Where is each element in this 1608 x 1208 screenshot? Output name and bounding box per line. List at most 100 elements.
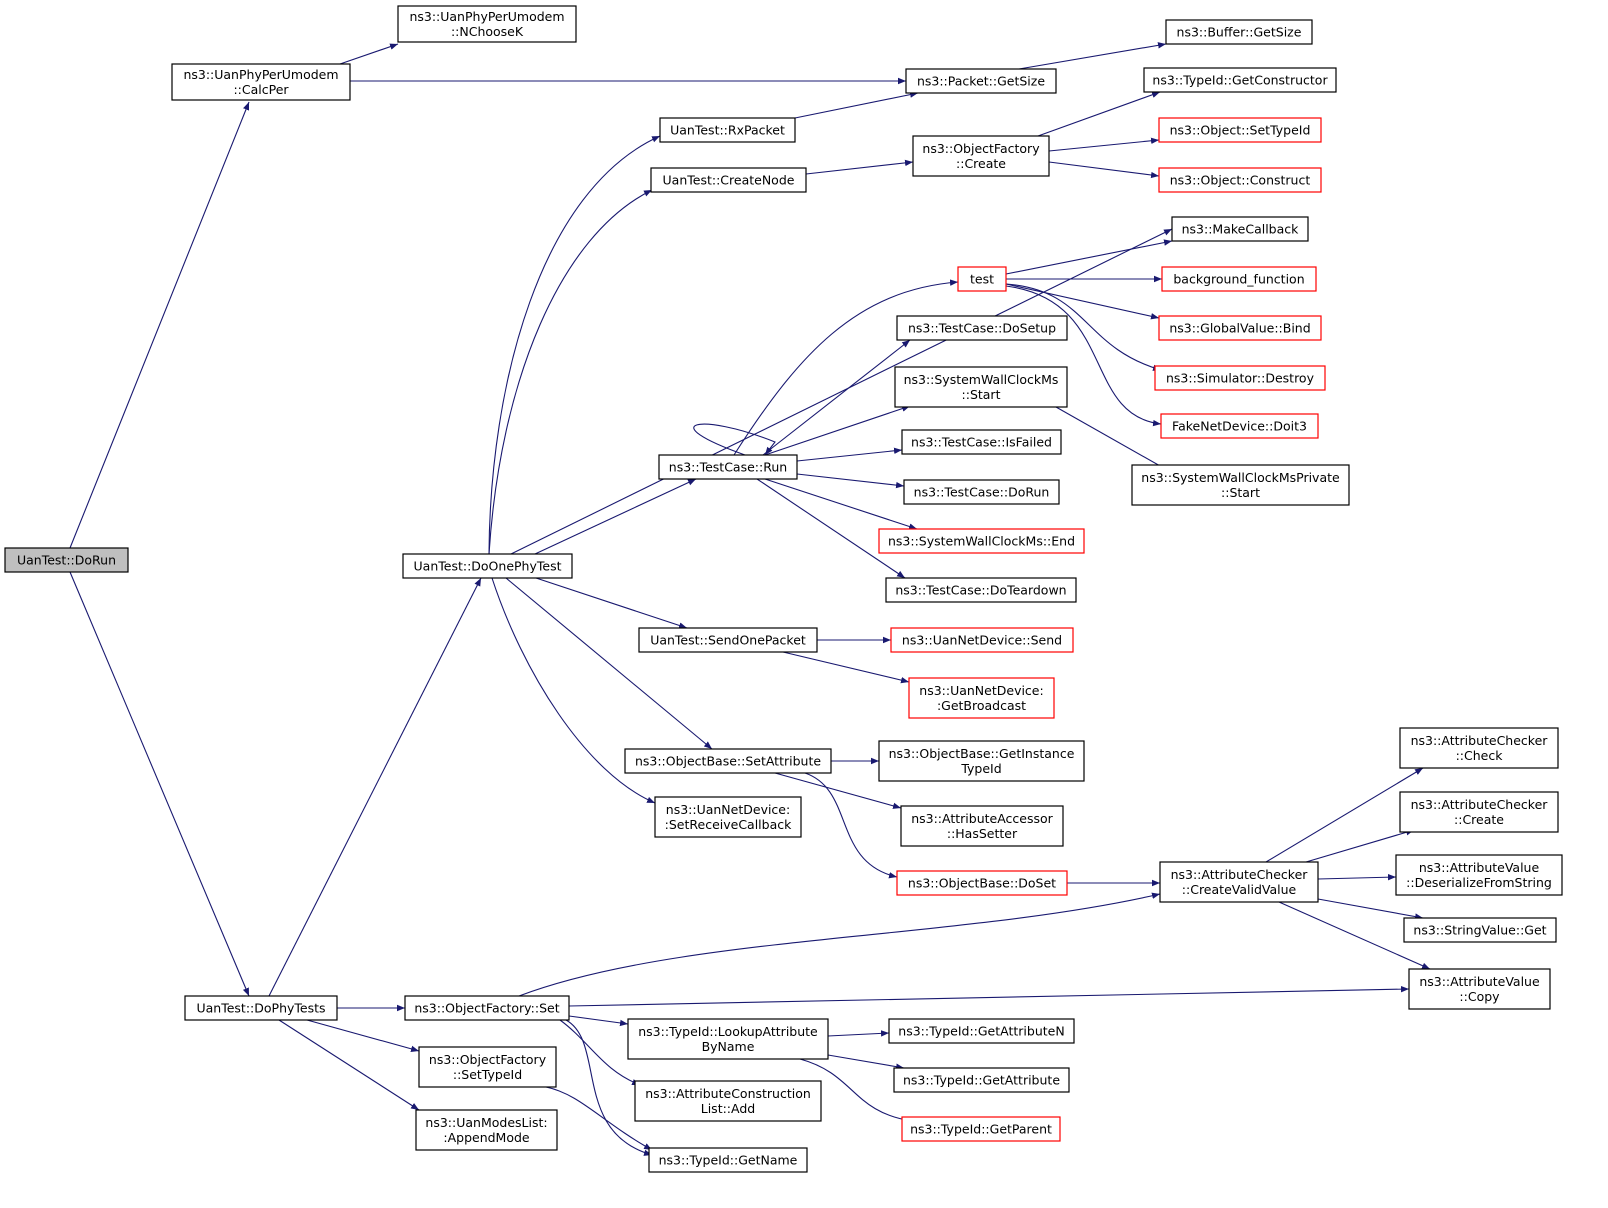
node-objectFactoryCreate[interactable]: ns3::ObjectFactory::Create <box>912 135 1050 177</box>
node-box[interactable] <box>912 135 1050 177</box>
node-objectFactorySet[interactable]: ns3::ObjectFactory::Set <box>404 995 570 1021</box>
node-objectConstruct[interactable]: ns3::Object::Construct <box>1158 167 1322 193</box>
node-doPhyTests[interactable]: UanTest::DoPhyTests <box>184 995 338 1021</box>
node-rxPacket[interactable]: UanTest::RxPacket <box>659 117 796 143</box>
node-box[interactable] <box>1158 315 1322 341</box>
node-fakeNetDeviceDoit3[interactable]: FakeNetDevice::Doit3 <box>1160 413 1319 439</box>
node-uanNetDeviceSend[interactable]: ns3::UanNetDevice::Send <box>890 627 1074 653</box>
node-typeIdGetAttribute[interactable]: ns3::TypeId::GetAttribute <box>893 1067 1070 1093</box>
node-box[interactable] <box>893 1067 1070 1093</box>
node-wallClockPrivateStart[interactable]: ns3::SystemWallClockMsPrivate::Start <box>1131 464 1350 506</box>
node-box[interactable] <box>908 677 1055 719</box>
node-bufferGetSize[interactable]: ns3::Buffer::GetSize <box>1165 19 1313 45</box>
node-box[interactable] <box>1399 727 1559 769</box>
node-box[interactable] <box>1399 791 1559 833</box>
node-box[interactable] <box>1143 67 1337 93</box>
node-backgroundFunction[interactable]: background_function <box>1161 266 1317 292</box>
node-attributeValueDeserialize[interactable]: ns3::AttributeValue::DeserializeFromStri… <box>1395 854 1563 896</box>
node-stringValueGet[interactable]: ns3::StringValue::Get <box>1403 917 1557 943</box>
node-objectBaseSetAttribute[interactable]: ns3::ObjectBase::SetAttribute <box>624 748 832 774</box>
node-testCaseDoSetup[interactable]: ns3::TestCase::DoSetup <box>896 315 1068 341</box>
node-box[interactable] <box>896 870 1068 896</box>
node-box[interactable] <box>402 553 573 579</box>
node-box[interactable] <box>1158 117 1322 143</box>
node-uanNetDeviceGetBroadcast[interactable]: ns3::UanNetDevice::GetBroadcast <box>908 677 1055 719</box>
node-attributeCheckerCreateValidValue[interactable]: ns3::AttributeChecker::CreateValidValue <box>1159 861 1319 903</box>
node-sendOnePacket[interactable]: UanTest::SendOnePacket <box>638 627 818 653</box>
node-box[interactable] <box>397 5 577 43</box>
node-box[interactable] <box>1131 464 1350 506</box>
node-box[interactable] <box>878 528 1085 554</box>
node-box[interactable] <box>900 805 1064 847</box>
node-nChooseK[interactable]: ns3::UanPhyPerUmodem::NChooseK <box>397 5 577 43</box>
node-box[interactable] <box>1165 19 1313 45</box>
node-makeCallback[interactable]: ns3::MakeCallback <box>1171 216 1309 242</box>
node-box[interactable] <box>1158 167 1322 193</box>
node-box[interactable] <box>650 167 807 193</box>
node-typeIdGetName[interactable]: ns3::TypeId::GetName <box>648 1147 808 1173</box>
node-simulatorDestroy[interactable]: ns3::Simulator::Destroy <box>1154 365 1326 391</box>
node-box[interactable] <box>890 627 1074 653</box>
node-calcPer[interactable]: ns3::UanPhyPerUmodem::CalcPer <box>171 63 351 101</box>
node-globalValueBind[interactable]: ns3::GlobalValue::Bind <box>1158 315 1322 341</box>
node-objectSetTypeId[interactable]: ns3::Object::SetTypeId <box>1158 117 1322 143</box>
node-attributeValueCopy[interactable]: ns3::AttributeValue::Copy <box>1408 968 1551 1010</box>
node-box[interactable] <box>903 479 1060 505</box>
node-box[interactable] <box>1159 861 1319 903</box>
node-packetGetSize[interactable]: ns3::Packet::GetSize <box>905 68 1057 94</box>
node-box[interactable] <box>638 627 818 653</box>
node-box[interactable] <box>184 995 338 1021</box>
node-testCaseRun[interactable]: ns3::TestCase::Run <box>658 454 798 480</box>
node-box[interactable] <box>171 63 351 101</box>
node-attributeAccessorHasSetter[interactable]: ns3::AttributeAccessor::HasSetter <box>900 805 1064 847</box>
node-uanModesListAppendMode[interactable]: ns3::UanModesList::AppendMode <box>415 1109 558 1151</box>
node-box[interactable] <box>1408 968 1551 1010</box>
node-wallClockEnd[interactable]: ns3::SystemWallClockMs::End <box>878 528 1085 554</box>
node-box[interactable] <box>885 577 1077 603</box>
node-typeIdGetAttributeN[interactable]: ns3::TypeId::GetAttributeN <box>888 1018 1075 1044</box>
node-box[interactable] <box>905 68 1057 94</box>
node-attributeCheckerCheck[interactable]: ns3::AttributeChecker::Check <box>1399 727 1559 769</box>
node-box[interactable] <box>1171 216 1309 242</box>
node-box[interactable] <box>1154 365 1326 391</box>
node-box[interactable] <box>624 748 832 774</box>
node-objectBaseDoSet[interactable]: ns3::ObjectBase::DoSet <box>896 870 1068 896</box>
node-box[interactable] <box>1395 854 1563 896</box>
node-box[interactable] <box>4 547 129 573</box>
node-box[interactable] <box>1403 917 1557 943</box>
node-typeIdGetParent[interactable]: ns3::TypeId::GetParent <box>901 1116 1061 1142</box>
node-createNode[interactable]: UanTest::CreateNode <box>650 167 807 193</box>
node-box[interactable] <box>901 1116 1061 1142</box>
node-wallClockStart[interactable]: ns3::SystemWallClockMs::Start <box>894 366 1068 408</box>
node-box[interactable] <box>415 1109 558 1151</box>
node-testCaseDoTeardown[interactable]: ns3::TestCase::DoTeardown <box>885 577 1077 603</box>
node-doOnePhyTest[interactable]: UanTest::DoOnePhyTest <box>402 553 573 579</box>
node-doRun[interactable]: UanTest::DoRun <box>4 547 129 573</box>
node-objectFactorySetTypeId[interactable]: ns3::ObjectFactory::SetTypeId <box>418 1046 557 1088</box>
node-box[interactable] <box>648 1147 808 1173</box>
node-attributeCheckerCreate[interactable]: ns3::AttributeChecker::Create <box>1399 791 1559 833</box>
node-box[interactable] <box>878 740 1085 782</box>
node-box[interactable] <box>901 429 1062 455</box>
node-test[interactable]: test <box>957 266 1007 292</box>
node-box[interactable] <box>404 995 570 1021</box>
node-box[interactable] <box>1160 413 1319 439</box>
node-box[interactable] <box>1161 266 1317 292</box>
node-box[interactable] <box>658 454 798 480</box>
node-box[interactable] <box>896 315 1068 341</box>
node-testCaseDoRun[interactable]: ns3::TestCase::DoRun <box>903 479 1060 505</box>
node-box[interactable] <box>659 117 796 143</box>
node-testCaseIsFailed[interactable]: ns3::TestCase::IsFailed <box>901 429 1062 455</box>
node-box[interactable] <box>627 1018 829 1060</box>
node-uanNetDeviceSetReceiveCallback[interactable]: ns3::UanNetDevice::SetReceiveCallback <box>654 796 802 838</box>
node-box[interactable] <box>634 1080 822 1122</box>
node-box[interactable] <box>888 1018 1075 1044</box>
node-box[interactable] <box>957 266 1007 292</box>
node-typeIdGetConstructor[interactable]: ns3::TypeId::GetConstructor <box>1143 67 1337 93</box>
node-box[interactable] <box>418 1046 557 1088</box>
node-box[interactable] <box>654 796 802 838</box>
node-box[interactable] <box>894 366 1068 408</box>
